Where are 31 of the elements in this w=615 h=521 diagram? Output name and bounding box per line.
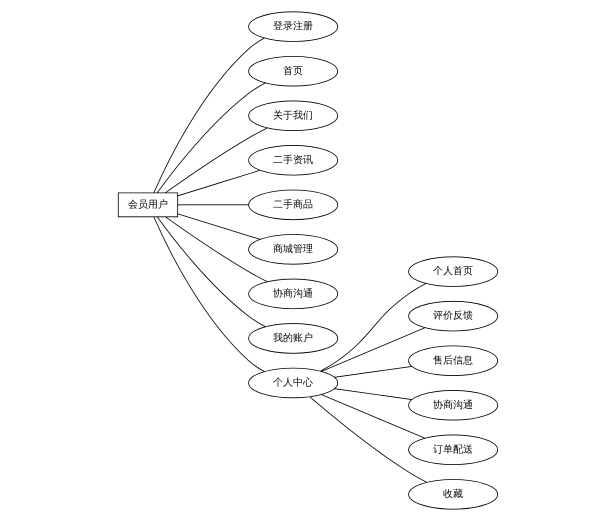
connector xyxy=(164,127,268,194)
node-ellipse: 登录注册 xyxy=(248,11,338,42)
node-ellipse: 评价反馈 xyxy=(408,300,498,332)
connector xyxy=(156,216,266,328)
connector xyxy=(333,388,412,400)
node-box: 会员用户 xyxy=(117,192,178,218)
node-ellipse: 收藏 xyxy=(408,479,498,510)
node-ellipse: 首页 xyxy=(248,56,338,86)
connector xyxy=(320,394,425,439)
connector xyxy=(320,327,425,372)
node-ellipse: 个人首页 xyxy=(408,256,498,287)
node-ellipse: 二手资讯 xyxy=(248,145,338,176)
connector xyxy=(156,82,266,194)
connector xyxy=(152,38,264,194)
connector xyxy=(176,213,260,240)
node-ellipse: 售后信息 xyxy=(408,345,498,376)
node-ellipse: 协商沟通 xyxy=(408,390,498,420)
connector xyxy=(152,216,264,372)
connector xyxy=(164,216,268,282)
node-ellipse: 订单配送 xyxy=(408,434,498,466)
node-ellipse: 个人中心 xyxy=(248,368,338,398)
node-ellipse: 商城管理 xyxy=(248,234,338,265)
connector xyxy=(176,204,249,206)
connector xyxy=(333,366,412,378)
node-ellipse: 二手商品 xyxy=(248,190,338,220)
node-ellipse: 协商沟通 xyxy=(248,278,338,310)
node-ellipse: 我的账户 xyxy=(248,323,338,354)
connector xyxy=(319,283,426,372)
connector xyxy=(176,170,260,196)
node-ellipse: 关于我们 xyxy=(248,100,338,131)
connector xyxy=(309,396,427,483)
